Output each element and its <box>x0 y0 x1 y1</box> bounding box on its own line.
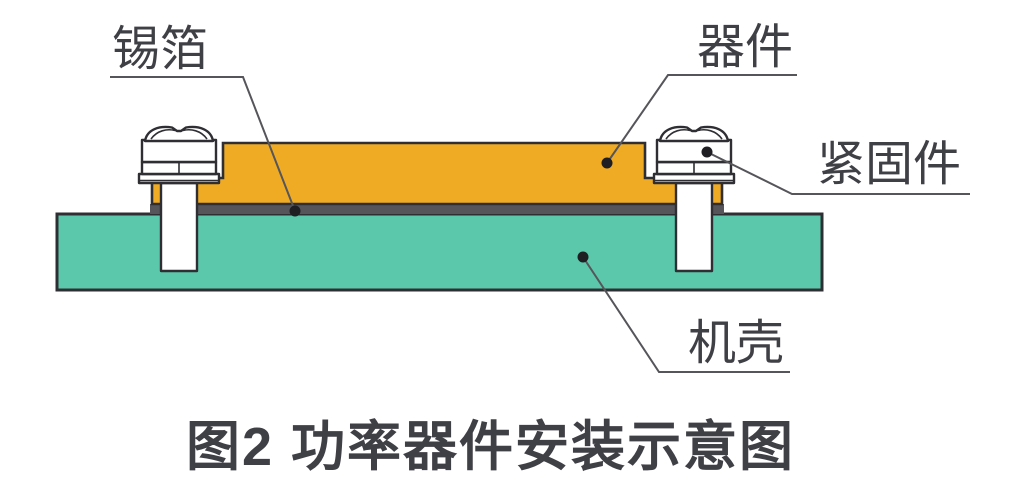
foil-shape <box>150 204 724 214</box>
foil-leader-dot <box>289 205 301 217</box>
device-leader-line <box>606 74 797 164</box>
fastener-leader-dot <box>701 146 713 158</box>
chassis-label: 机壳 <box>688 317 784 370</box>
figure-caption: 图2 功率器件安装示意图 <box>186 417 795 477</box>
foil-leader-line <box>110 76 296 212</box>
chassis-leader-line <box>582 256 790 373</box>
device-shape <box>150 141 724 206</box>
fastener-label: 紧固件 <box>817 138 961 191</box>
fastener-leader-line <box>706 151 970 195</box>
device-label: 器件 <box>697 21 793 74</box>
foil-label: 锡箔 <box>112 23 208 76</box>
chassis-leader-dot <box>577 251 589 263</box>
device-leader-dot <box>601 157 613 169</box>
